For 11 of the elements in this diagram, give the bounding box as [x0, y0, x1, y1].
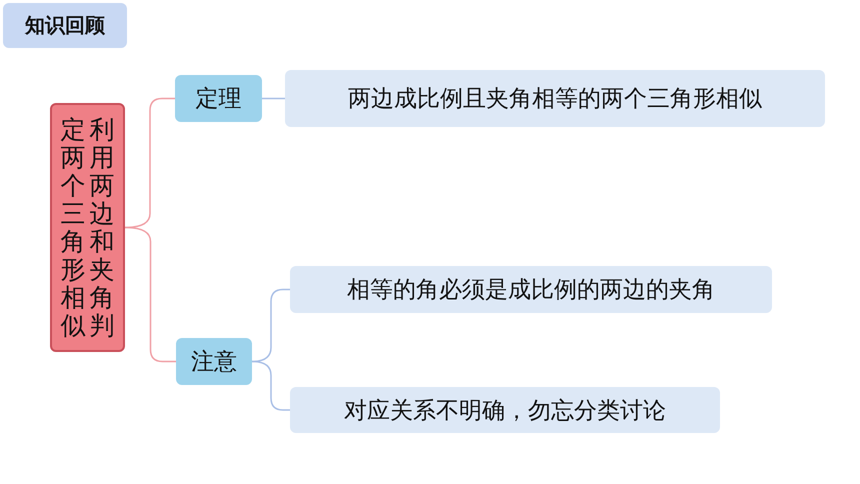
connector-line	[124, 226, 176, 362]
branch-box: 定理	[175, 75, 262, 122]
branch-box: 注意	[176, 338, 252, 385]
connector-line	[262, 98, 285, 100]
content-box: 两边成比例且夹角相等的两个三角形相似	[285, 70, 825, 127]
topic-box: 利用两边和夹角判定两个三角形相似	[50, 103, 125, 352]
connector-line	[124, 98, 175, 228]
content-box: 相等的角必须是成比例的两边的夹角	[290, 266, 772, 313]
content-box: 对应关系不明确，勿忘分类讨论	[290, 387, 720, 433]
connector-line	[252, 288, 290, 362]
title-badge: 知识回顾	[3, 3, 127, 48]
